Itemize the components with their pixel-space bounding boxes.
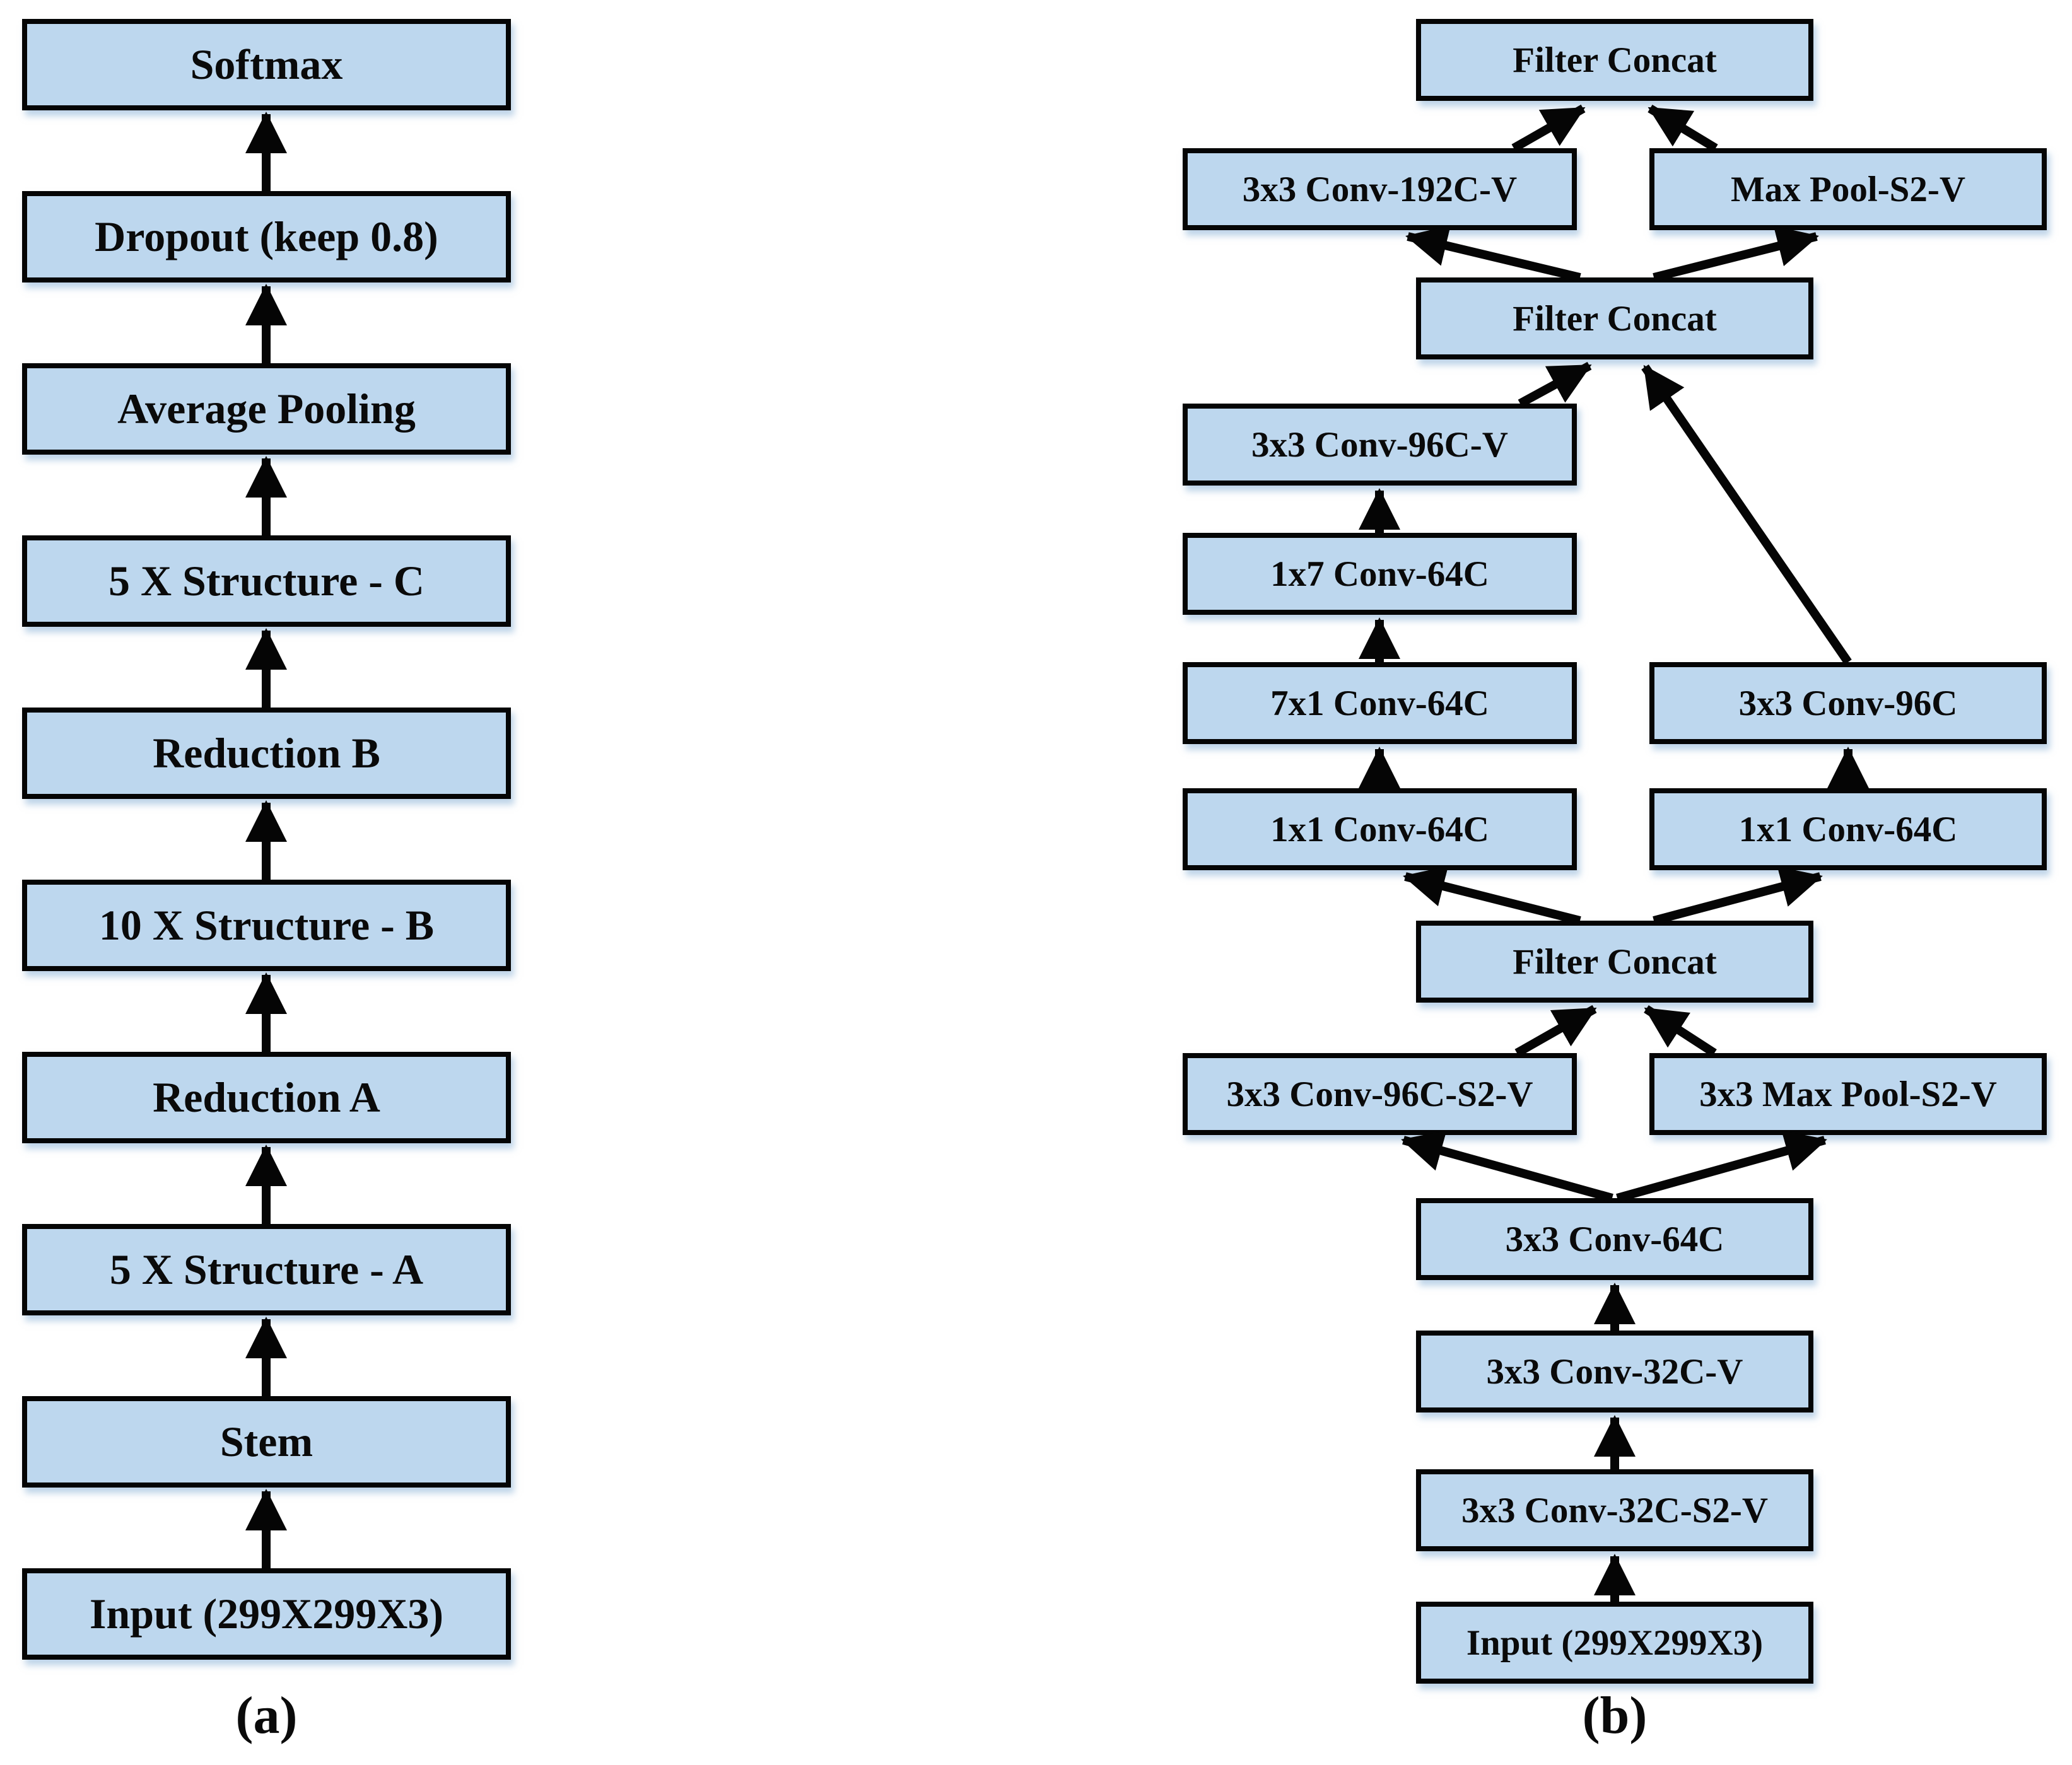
node-structure-a: 5 X Structure - A <box>22 1224 511 1315</box>
node-conv-1x7-64c: 1x7 Conv-64C <box>1183 533 1577 615</box>
panel-a-caption: (a) <box>235 1686 298 1745</box>
node-conv-1x1-64c-right: 1x1 Conv-64C <box>1649 788 2047 870</box>
node-conv-96c-s2-v: 3x3 Conv-96C-S2-V <box>1183 1053 1577 1135</box>
node-input-a: Input (299X299X3) <box>22 1568 511 1660</box>
arrow <box>1403 866 1581 925</box>
node-input-b: Input (299X299X3) <box>1416 1602 1813 1684</box>
arrow <box>1514 1005 1597 1057</box>
arrow <box>1653 866 1823 925</box>
node-conv-96c-v: 3x3 Conv-96C-V <box>1183 404 1577 486</box>
node-stem: Stem <box>22 1396 511 1488</box>
arrow <box>1616 1130 1827 1203</box>
arrow <box>1641 364 1852 665</box>
node-max-pool-s2-v: Max Pool-S2-V <box>1649 148 2047 230</box>
node-filter-concat-3: Filter Concat <box>1416 921 1813 1003</box>
node-softmax: Softmax <box>22 19 511 110</box>
arrow <box>1511 104 1586 153</box>
arrow <box>1518 361 1592 408</box>
node-dropout: Dropout (keep 0.8) <box>22 191 511 283</box>
node-conv-32c-s2-v: 3x3 Conv-32C-S2-V <box>1416 1469 1813 1551</box>
arrow <box>1405 225 1581 282</box>
node-conv-192c-v: 3x3 Conv-192C-V <box>1183 148 1577 230</box>
arrow <box>1401 1130 1613 1203</box>
arrow <box>1648 105 1718 152</box>
node-conv-64c: 3x3 Conv-64C <box>1416 1198 1813 1280</box>
node-conv-32c-v: 3x3 Conv-32C-V <box>1416 1331 1813 1413</box>
node-max-pool-3x3-s2-v: 3x3 Max Pool-S2-V <box>1649 1053 2047 1135</box>
node-conv-7x1-64c: 7x1 Conv-64C <box>1183 662 1577 744</box>
node-filter-concat-2: Filter Concat <box>1416 277 1813 359</box>
node-structure-c: 5 X Structure - C <box>22 535 511 627</box>
node-average-pooling: Average Pooling <box>22 363 511 455</box>
node-reduction-a: Reduction A <box>22 1052 511 1143</box>
arrow <box>1644 1005 1717 1057</box>
panel-b-caption: (b) <box>1582 1686 1648 1745</box>
node-reduction-b: Reduction B <box>22 708 511 799</box>
arrow <box>1653 226 1819 282</box>
node-conv-3x3-96c: 3x3 Conv-96C <box>1649 662 2047 744</box>
node-conv-1x1-64c-left: 1x1 Conv-64C <box>1183 788 1577 870</box>
node-filter-concat-1: Filter Concat <box>1416 19 1813 101</box>
node-structure-b: 10 X Structure - B <box>22 880 511 971</box>
